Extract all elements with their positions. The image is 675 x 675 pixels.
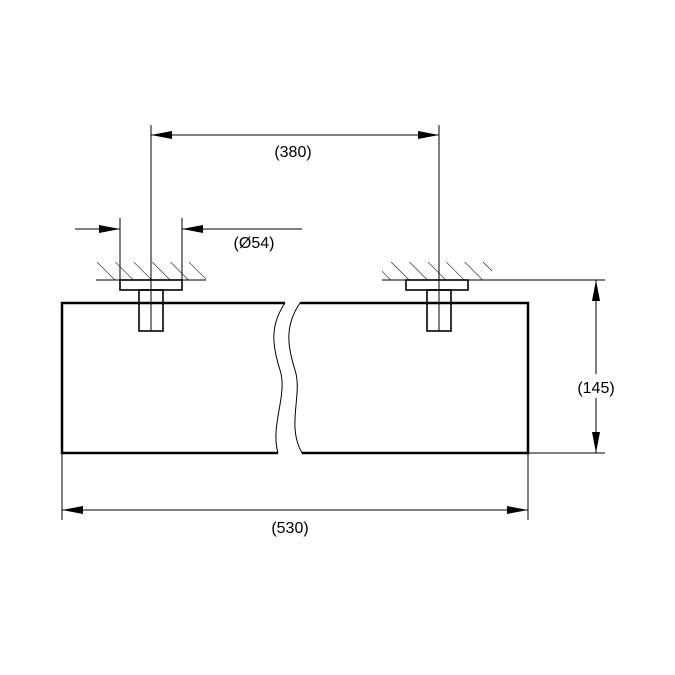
arrowhead-in-left (99, 225, 120, 233)
shelf-left-section (60, 301, 285, 455)
dimension-label-380: (380) (274, 144, 311, 161)
arrowhead-left (151, 131, 172, 139)
arrowhead-length-right (507, 506, 528, 514)
arrowhead-in-right (182, 225, 203, 233)
dimension-label-530: (530) (271, 520, 308, 537)
dimension-bracket-spacing: (380) (150, 125, 440, 290)
right-bracket (405, 279, 469, 332)
dimension-label-145: (145) (577, 380, 614, 397)
dimension-height: (145) (528, 280, 624, 454)
dimension-diameter: (Ø54) (75, 218, 302, 280)
shelf-right-section (300, 301, 530, 455)
wall-hatch-right (382, 262, 605, 281)
dimension-length: (530) (61, 453, 529, 537)
arrowhead-top (592, 280, 600, 301)
shelf-break-right (288, 302, 303, 454)
arrowhead-right (418, 131, 439, 139)
shelf-break-left (273, 302, 286, 454)
arrowhead-bottom (592, 432, 600, 453)
dimension-label-diameter: (Ø54) (234, 235, 275, 252)
arrowhead-length-left (62, 506, 83, 514)
